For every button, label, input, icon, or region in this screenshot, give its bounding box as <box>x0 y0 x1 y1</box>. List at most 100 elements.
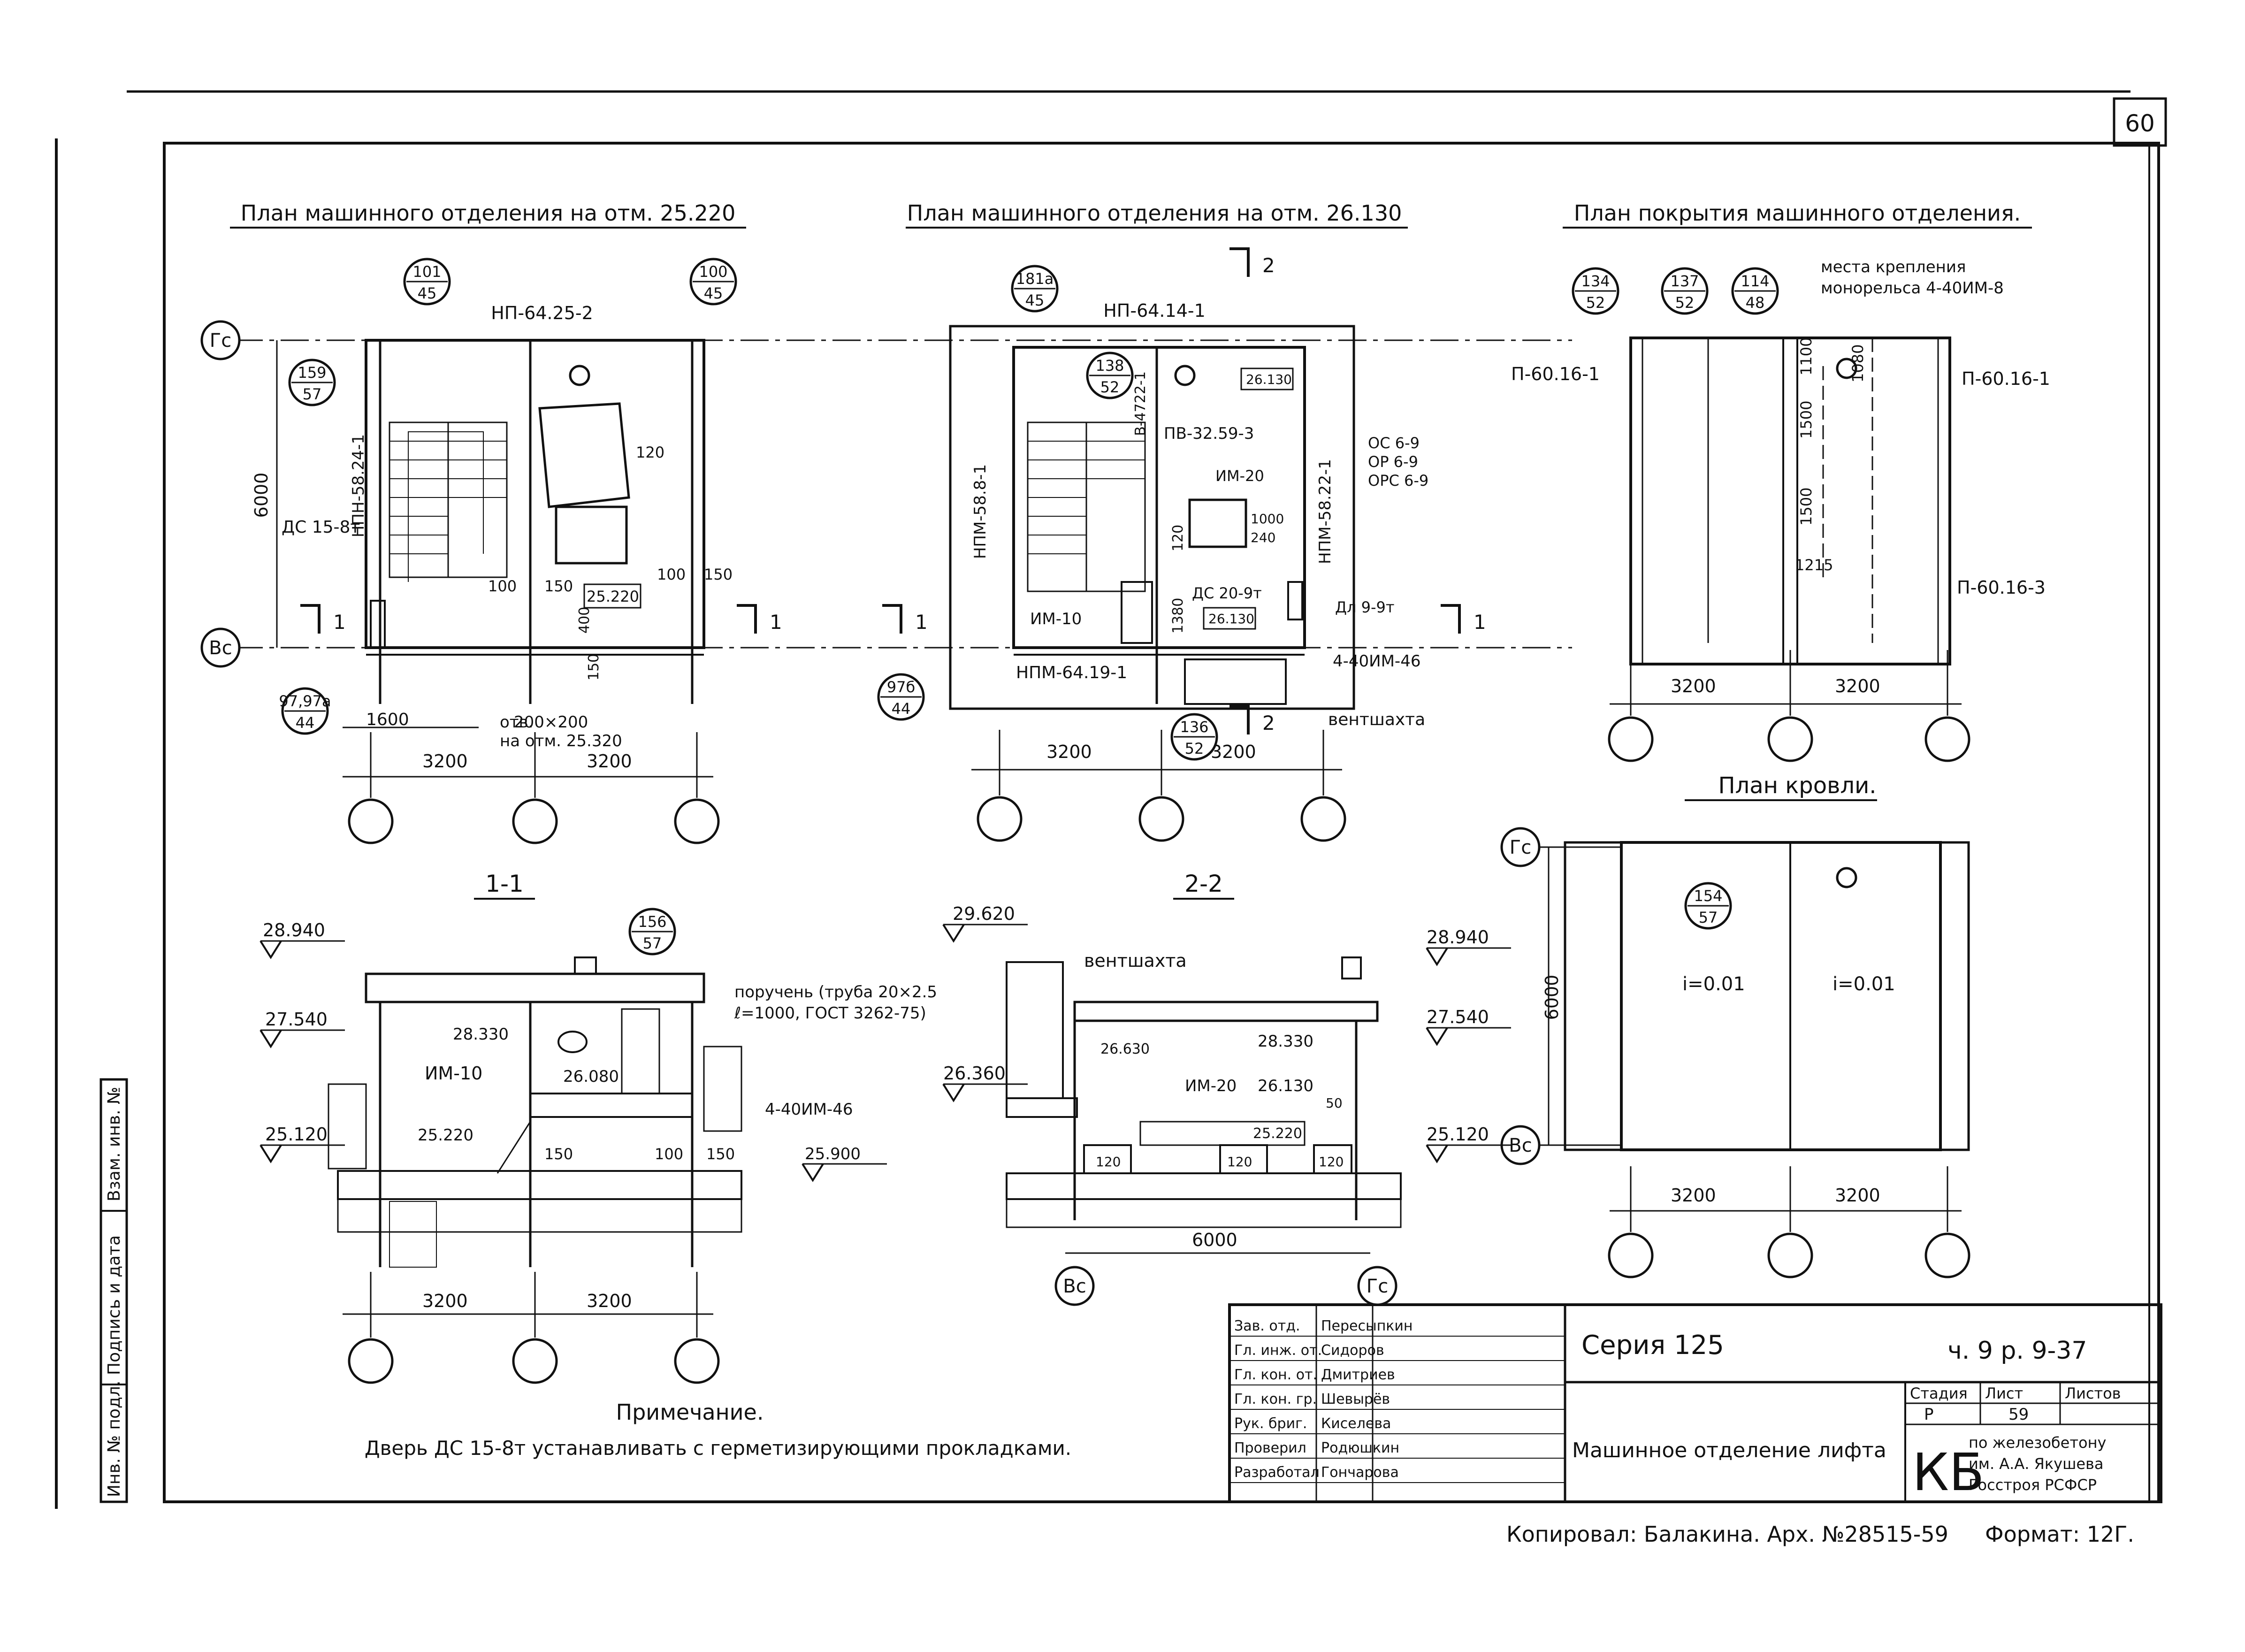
s1-level-25120: 25.120 <box>265 1124 328 1145</box>
section-cut-mark <box>300 604 321 634</box>
note-text: Дверь ДС 15-8т устанавливать с герметизи… <box>365 1437 1071 1460</box>
sheet-title: Машинное отделение лифта <box>1572 1438 1886 1462</box>
section2-drawing <box>1006 956 1402 1228</box>
org-line-2: им. А.А. Якушева <box>1969 1455 2104 1473</box>
level-marker <box>1426 1027 1448 1046</box>
axis-bubble <box>674 1338 720 1384</box>
plan1-level: 25.220 <box>587 588 639 605</box>
section1-drawing <box>328 956 742 1268</box>
plan1-title: План машинного отделения на отм. 25.220 <box>241 200 736 226</box>
plan1-dim-6000: 6000 <box>251 473 272 518</box>
callout-bottom: 44 <box>296 714 315 732</box>
plan1-dim-100a: 100 <box>488 577 517 595</box>
section-cut-label: 2 <box>1262 711 1275 734</box>
callout-top: 136 <box>1180 718 1208 736</box>
plan2-label-npm2: НПМ-58.22-1 <box>1316 459 1335 564</box>
plan2-label-beam: В-4722-1 <box>1132 371 1149 436</box>
plan1-label-door: ДС 15-8т <box>282 518 360 537</box>
plan2-dim-240: 240 <box>1251 530 1275 545</box>
org-mark: КБ <box>1912 1442 1985 1502</box>
axis-label: Гс <box>1367 1276 1388 1297</box>
plan4-slope-b: i=0.01 <box>1833 973 1895 995</box>
org-line-1: по железобетону <box>1969 1434 2106 1452</box>
callout-bottom: 52 <box>1100 378 1120 396</box>
s1-level-26080: 26.080 <box>563 1067 619 1086</box>
plan4-dim-3200a: 3200 <box>1671 1185 1716 1206</box>
plan3-label-p3: П-60.16-3 <box>1957 577 2046 598</box>
plan3-label-p1a: П-60.16-1 <box>1511 364 1600 384</box>
plan2-dim-1000: 1000 <box>1251 511 1284 527</box>
s2-level-25220: 25.220 <box>1253 1125 1302 1142</box>
plan3-dim-3200a: 3200 <box>1671 676 1716 696</box>
s2-dim-120a: 120 <box>1096 1154 1121 1170</box>
axis-bubble-labeled <box>1500 827 1541 867</box>
axis-label: Вс <box>1509 1135 1532 1156</box>
section-cut-label: 1 <box>915 611 928 634</box>
plan2-label-monorail: 4-40ИМ-46 <box>1333 652 1420 671</box>
section-cut-mark <box>882 604 902 634</box>
plan2-drawing <box>949 325 1355 710</box>
section-cut-label: 1 <box>1474 611 1486 634</box>
s1-level-28940: 28.940 <box>263 920 325 941</box>
level-marker <box>942 924 965 943</box>
copied-by: Копировал: Балакина. Арх. №28515-59 <box>1506 1522 1948 1547</box>
section-cut-label: 1 <box>333 611 346 634</box>
section-cut-mark <box>1441 604 1461 634</box>
s2-dim-50: 50 <box>1326 1095 1343 1111</box>
signer-role: Гл. кон. от. <box>1234 1367 1317 1383</box>
plan4-slope-a: i=0.01 <box>1682 973 1745 995</box>
axis-bubble <box>1767 716 1813 762</box>
callout-top: 134 <box>1581 272 1610 290</box>
plan3-dim-1500b: 1500 <box>1797 488 1815 526</box>
signer-role: Рук. бриг. <box>1234 1415 1307 1432</box>
level-marker <box>802 1163 824 1182</box>
format-label: Формат: 12Г. <box>1985 1522 2134 1547</box>
plan3-dim-1080: 1080 <box>1849 344 1867 382</box>
signer-name: Киселева <box>1321 1415 1391 1432</box>
callout-bottom: 45 <box>704 284 723 302</box>
plan1-label-hole-level: на отм. 25.320 <box>500 732 622 750</box>
plan1-dim-3200b: 3200 <box>587 751 632 772</box>
callout-bottom: 52 <box>1586 294 1605 312</box>
callout-bottom: 44 <box>892 700 911 718</box>
signer-name: Гончарова <box>1321 1464 1399 1481</box>
level-marker <box>1426 947 1448 966</box>
axis-bubble-labeled <box>1054 1266 1095 1306</box>
s2-dim-120c: 120 <box>1319 1154 1344 1170</box>
series-label: Серия 125 <box>1581 1330 1724 1361</box>
plan1-dim-400: 400 <box>576 607 593 634</box>
callout-bottom: 57 <box>1699 909 1718 926</box>
s1-label-im10: ИМ-10 <box>425 1063 482 1084</box>
side-label-inventory: Инв. № подл. <box>105 1381 124 1497</box>
axis-bubble-labeled <box>1357 1266 1397 1306</box>
plan3-label-monorail: монорельса 4-40ИМ-8 <box>1821 279 2004 298</box>
s1-dim-3200a: 3200 <box>422 1291 468 1311</box>
callout-top: 154 <box>1694 887 1722 905</box>
callout-top: 97б <box>887 678 915 696</box>
s1-label-monorail: 4-40ИМ-46 <box>765 1100 853 1119</box>
callout-top: 137 <box>1670 272 1699 290</box>
plan2-label-im10: ИМ-10 <box>1030 610 1082 628</box>
plan2-label-os: ОС 6-9 <box>1368 434 1420 452</box>
callout-bottom: 52 <box>1185 740 1204 757</box>
plan1-dim-100b: 100 <box>657 566 686 583</box>
s2-label-im20: ИМ-20 <box>1185 1077 1237 1095</box>
plan2-label-npm: НПМ-58.8-1 <box>971 464 990 559</box>
s1-dim-150b: 150 <box>706 1145 735 1163</box>
axis-label: Вс <box>209 637 232 659</box>
callout-bottom: 57 <box>303 385 322 403</box>
signer-role: Зав. отд. <box>1234 1318 1300 1334</box>
note-title: Примечание. <box>616 1400 764 1425</box>
s2-level-29620: 29.620 <box>953 903 1015 924</box>
level-marker <box>260 1029 282 1048</box>
s1-level-27540: 27.540 <box>265 1009 328 1030</box>
plan3-dim-1215: 1215 <box>1795 556 1833 574</box>
plan1-drawing <box>365 339 705 704</box>
callout-top: 138 <box>1095 357 1124 375</box>
s1-dim-3200b: 3200 <box>587 1291 632 1311</box>
side-stamp: Взам. инв. № Подпись и дата Инв. № подл. <box>99 1078 128 1503</box>
plan4-dim-3200b: 3200 <box>1835 1185 1880 1206</box>
plan1-dim-150b: 150 <box>704 566 733 583</box>
plan1-label-hole: отв. <box>500 713 533 732</box>
